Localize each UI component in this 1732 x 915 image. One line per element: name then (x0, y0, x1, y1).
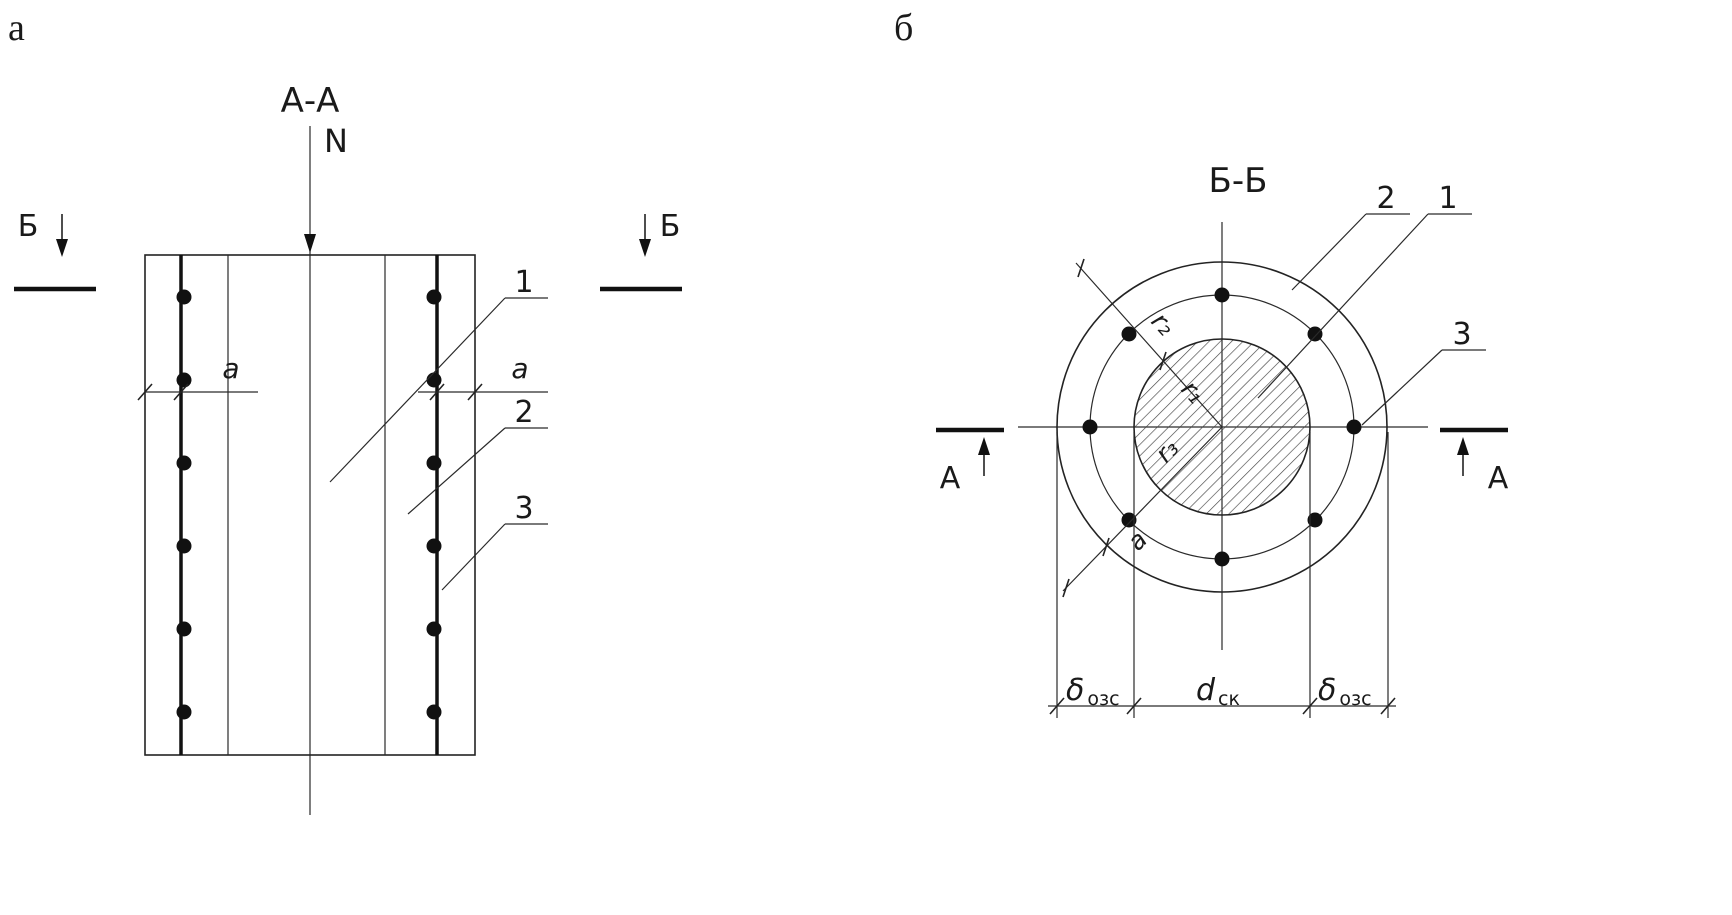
dim-subscript: озс (1087, 688, 1119, 710)
callout-1: 1 (329, 265, 548, 483)
dim-subscript: озс (1339, 688, 1371, 710)
axis-centerline (304, 126, 316, 815)
callout-2: 2 (1291, 181, 1410, 291)
axial-force-label: N (324, 122, 348, 160)
dim-symbol: δ (1066, 673, 1084, 708)
cut-letter: Б (18, 209, 39, 244)
dim-a-left: a (137, 352, 258, 401)
cut-arrowhead (978, 437, 990, 455)
rebar-dots-right (426, 289, 442, 720)
callout-3-label: 3 (514, 491, 533, 526)
callout-1: 1 (1257, 181, 1472, 399)
longitudinal-rebar-lines (179, 255, 439, 755)
dim-a-label: a (511, 352, 528, 385)
dim-symbol: d (1196, 673, 1216, 708)
panel-label-a: а (8, 7, 25, 49)
dim-subscript: ск (1218, 688, 1240, 710)
cut-letter: А (940, 461, 961, 496)
dim-a-right: a (418, 352, 548, 401)
cut-mark-a-right: А (1440, 427, 1509, 496)
cut-letter: А (1488, 461, 1509, 496)
callout-3: 3 (1361, 317, 1486, 426)
force-arrowhead (304, 234, 316, 253)
dim-symbol: δ (1318, 673, 1336, 708)
cut-arrowhead (56, 239, 68, 257)
cut-mark-b-left: Б (14, 209, 96, 292)
callout-2-label: 2 (514, 395, 533, 430)
cut-letter: Б (660, 209, 681, 244)
rebar-dots-left (176, 289, 192, 720)
cut-arrowhead (1457, 437, 1469, 455)
outer-zone-circle (1056, 261, 1388, 593)
section-a-title: А-А (281, 81, 340, 121)
callout-1-label: 1 (1438, 181, 1457, 216)
callout-3: 3 (441, 491, 548, 591)
extension-lines (1056, 432, 1389, 718)
dimension-ticks (1049, 697, 1396, 715)
dim-a-label: a (222, 352, 239, 385)
panel-b-view: Б-Б r₂ r₁ r₃ (936, 161, 1509, 718)
callout-2-label: 2 (1376, 181, 1395, 216)
callout-3-label: 3 (1452, 317, 1471, 352)
column-outline (144, 254, 476, 756)
panel-label-b: б (894, 7, 913, 49)
rebar-dots-circular (1082, 287, 1362, 567)
core-boundary-lines (227, 255, 386, 755)
section-b-title: Б-Б (1209, 161, 1268, 201)
callout-1-label: 1 (514, 265, 533, 300)
cut-mark-b-right: Б (600, 209, 682, 292)
radius-r2-label: r₂ (1146, 307, 1181, 341)
cut-mark-a-left: А (936, 427, 1004, 496)
cover-a-label: a (1121, 525, 1153, 556)
cut-arrowhead (639, 239, 651, 257)
panel-a-view: А-А N (14, 81, 682, 815)
callout-2: 2 (407, 395, 548, 515)
